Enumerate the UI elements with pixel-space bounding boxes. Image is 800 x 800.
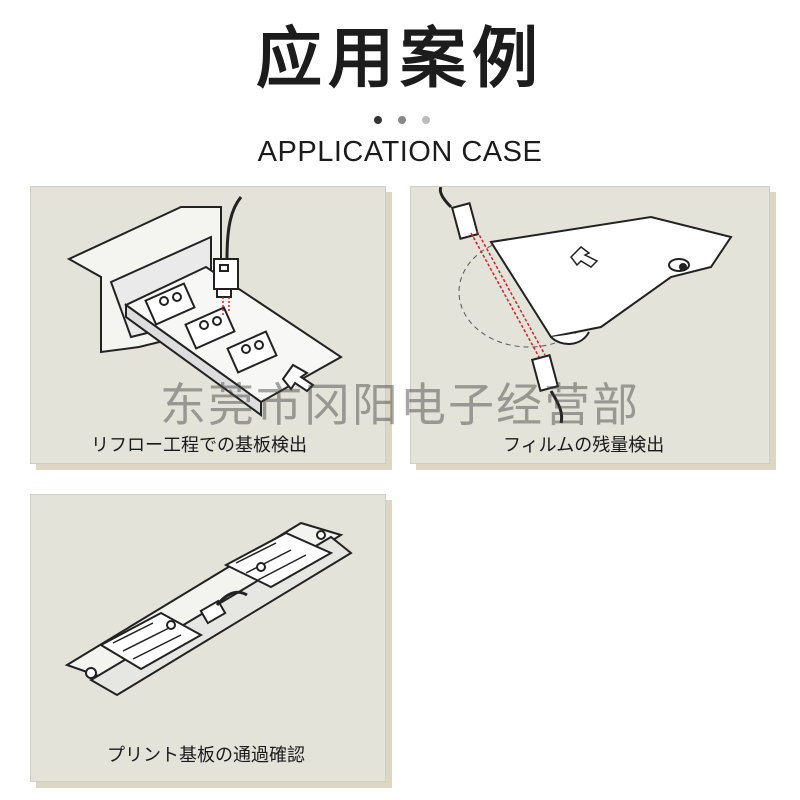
dot-light (422, 116, 430, 124)
panel-pcb: プリント基板の通過確認 (30, 494, 392, 788)
decorative-dots (372, 116, 432, 126)
panel-reflow: リフロー工程での基板検出 (30, 186, 392, 470)
pcb-illustration (64, 521, 353, 697)
panel-caption: リフロー工程での基板検出 (91, 435, 307, 456)
page-subtitle: APPLICATION CASE (257, 136, 543, 168)
dot-mid (398, 116, 406, 124)
reflow-illustration (66, 196, 343, 417)
panel-card: フィルムの残量検出 (410, 186, 770, 464)
film-illustration (438, 187, 733, 424)
panel-card: プリント基板の通過確認 (30, 494, 386, 782)
dot-dark (374, 116, 382, 124)
panel-caption: フィルムの残量検出 (503, 435, 665, 456)
page-title: 应用案例 (256, 20, 544, 97)
panel-film: フィルムの残量検出 (410, 186, 776, 470)
panel-caption: プリント基板の通過確認 (107, 745, 305, 766)
panel-card: リフロー工程での基板検出 (30, 186, 386, 464)
